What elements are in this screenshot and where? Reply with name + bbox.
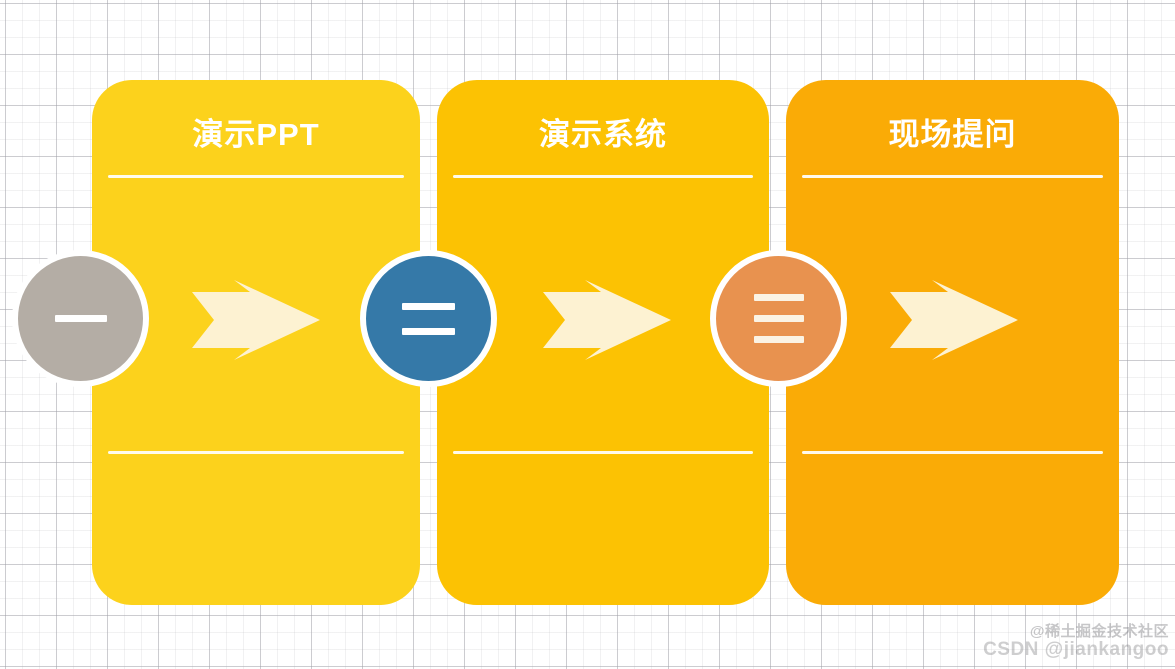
step-circle-2[interactable] [360, 250, 497, 387]
panel-divider-top [802, 175, 1103, 178]
panel-title-1: 演示PPT [192, 117, 320, 152]
panel-divider-bottom [802, 451, 1103, 454]
panel-divider-top [108, 175, 404, 178]
numeral-three-icon [753, 294, 804, 301]
step-circle-1[interactable] [12, 250, 149, 387]
numeral-three-icon [753, 336, 804, 343]
numeral-two-icon [402, 302, 455, 310]
numeral-one-icon [54, 315, 107, 322]
panel-divider-bottom [453, 451, 753, 454]
numeral-two-icon [402, 327, 455, 335]
panel-divider-top [453, 175, 753, 178]
panel-divider-bottom [108, 451, 404, 454]
step-circle-3[interactable] [710, 250, 847, 387]
flow-arrow-right-icon [543, 280, 671, 360]
flow-arrow-right-icon [192, 280, 320, 360]
numeral-three-icon [753, 315, 804, 322]
panel-title-3: 现场提问 [888, 117, 1017, 152]
watermark-community: @稀土掘金技术社区 [1029, 623, 1169, 640]
watermark-author: CSDN @jiankangoo [983, 639, 1169, 660]
flow-arrow-right-icon [890, 280, 1018, 360]
panel-title-2: 演示系统 [539, 117, 667, 152]
